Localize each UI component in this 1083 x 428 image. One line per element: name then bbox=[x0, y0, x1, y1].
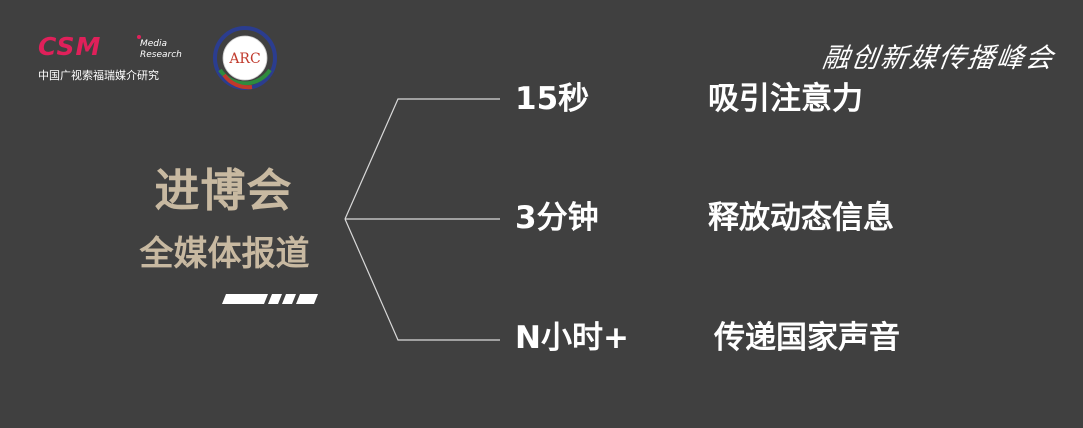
bracket-line-bottom bbox=[344, 218, 500, 341]
csm-media-research: Media Research bbox=[140, 39, 182, 60]
sub-title: 全媒体报道 bbox=[139, 234, 310, 274]
row-time-2: 3分钟 bbox=[515, 200, 599, 236]
csm-mark: CSM bbox=[38, 32, 102, 61]
main-title: 进博会 bbox=[154, 164, 293, 217]
decorative-stripes bbox=[222, 294, 318, 304]
row-time-1: 15秒 bbox=[515, 81, 590, 117]
csm-chinese-name: 中国广视索福瑞媒介研究 bbox=[38, 69, 159, 82]
row-desc-2: 释放动态信息 bbox=[708, 200, 894, 236]
csm-dot bbox=[137, 35, 141, 39]
row-desc-3: 传递国家声音 bbox=[714, 320, 900, 356]
summit-title: 融创新媒传播峰会 bbox=[820, 43, 1057, 74]
bracket-line-top bbox=[344, 98, 500, 220]
row-desc-1: 吸引注意力 bbox=[708, 81, 863, 117]
arc-logo: ARC bbox=[213, 26, 277, 90]
row-time-3: N小时+ bbox=[515, 320, 629, 356]
arc-mark: ARC bbox=[228, 51, 260, 67]
csm-logo: CSM Media Research 中国广视索福瑞媒介研究 bbox=[38, 34, 198, 86]
